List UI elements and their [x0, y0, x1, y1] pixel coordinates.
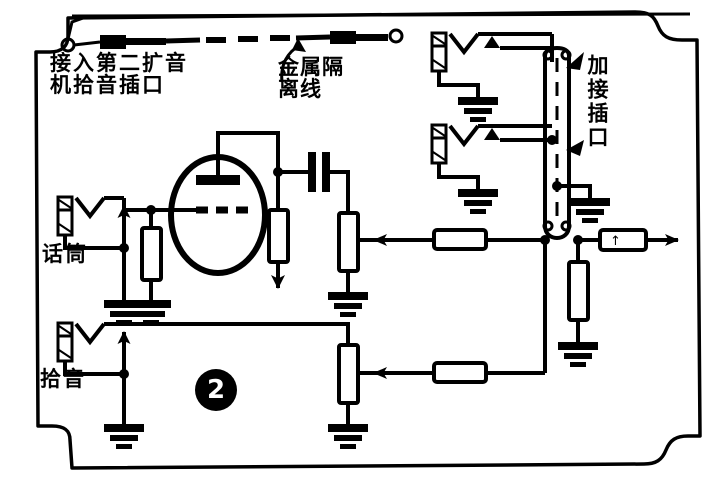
lower-right-jack	[430, 123, 557, 214]
resistor-pickup-load	[337, 338, 360, 424]
mic-jack	[56, 195, 156, 300]
bus-node	[540, 235, 550, 245]
coupling-capacitor	[278, 152, 350, 213]
ground-pickup-load	[328, 424, 368, 449]
svg-text:↑: ↑	[610, 234, 621, 249]
ground-mic-shield	[104, 300, 144, 325]
vacuum-tube	[150, 140, 268, 276]
figure-number-badge: 2	[195, 369, 237, 411]
ground-mic-load	[131, 300, 171, 325]
label-amplifier-input: 接入第二扩音 机拾音插口	[50, 51, 188, 98]
label-shielded-wire: 金属隔 离线	[278, 55, 344, 102]
resistor-plate-load	[267, 172, 290, 289]
shield-pointer	[280, 38, 306, 83]
resistor-output-divider	[337, 211, 360, 292]
ground-right-divider	[558, 342, 598, 367]
label-add-jack: 加接插口	[585, 54, 610, 150]
upper-right-jack	[430, 31, 554, 122]
ground-symbol	[570, 198, 610, 223]
resistor-output: ↑	[578, 228, 679, 252]
resistor-feedback-lower	[358, 240, 547, 384]
top-shielded-cable	[60, 12, 691, 53]
pickup-jack	[56, 321, 350, 424]
resistor-feedback-upper	[358, 228, 545, 251]
ground-symbol	[458, 97, 498, 122]
label-microphone: 话筒	[42, 242, 88, 266]
ground-symbol	[458, 189, 498, 214]
add-jack-connector	[542, 45, 610, 241]
ground-output-divider	[328, 292, 368, 317]
ground-pickup-shield	[104, 424, 144, 449]
label-pickup: 拾音	[40, 367, 86, 391]
resistor-right-divider	[567, 235, 590, 342]
resistor-mic-load	[140, 210, 163, 300]
page-border	[34, 10, 702, 470]
add-jack-pointers	[566, 52, 584, 156]
